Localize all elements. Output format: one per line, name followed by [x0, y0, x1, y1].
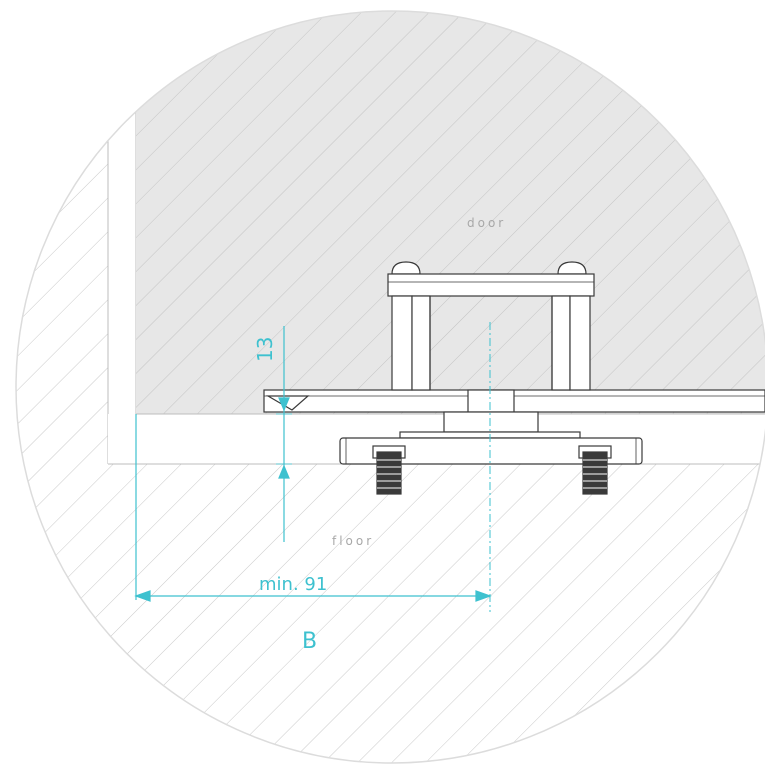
top-bracket: [387, 261, 595, 391]
min-distance-label: min. 91: [259, 574, 327, 595]
distance-dimension: [134, 414, 492, 602]
door-hatch: [136, 11, 765, 414]
anchor-bolt-right: [578, 445, 612, 495]
anchor-bolt-left: [372, 445, 406, 495]
gap-dimension-label: 13: [253, 337, 277, 362]
door-plate: [263, 389, 765, 413]
door-label: door: [467, 216, 506, 230]
wall-strip: [108, 11, 136, 464]
detail-circle-border: [15, 10, 765, 764]
reference-letter-label: B: [302, 629, 317, 654]
gap-dimension: [276, 326, 292, 542]
floor-label: floor: [332, 534, 374, 548]
